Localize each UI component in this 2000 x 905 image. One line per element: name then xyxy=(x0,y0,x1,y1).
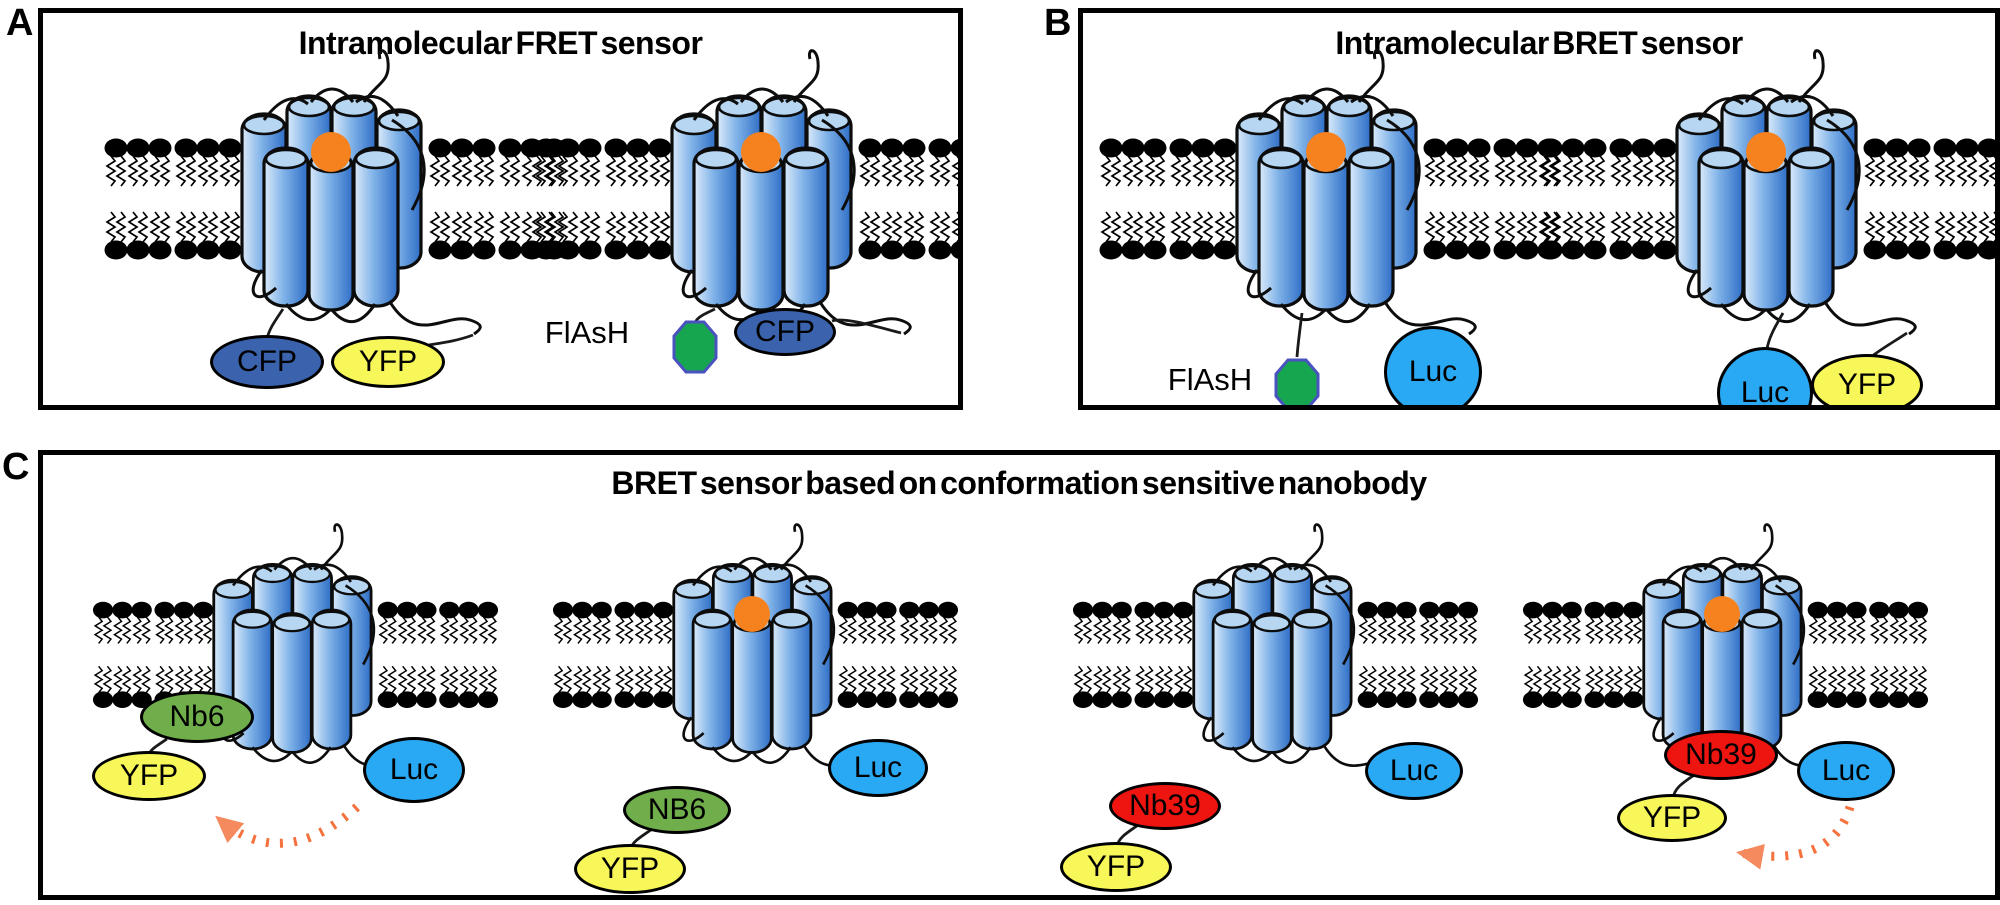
nb39-label: Nb39 xyxy=(1685,738,1757,771)
yfp-badge: YFP xyxy=(1617,794,1727,842)
yfp-badge: YFP xyxy=(92,751,206,801)
nb39-badge: Nb39 xyxy=(1664,730,1778,780)
luc-label: Luc xyxy=(853,751,903,784)
nb6-label: Nb6 xyxy=(169,700,225,733)
nb39-label: Nb39 xyxy=(1129,789,1201,822)
luc-badge: Luc xyxy=(828,739,928,797)
panel-c-title: BRET sensor based on conformation sensit… xyxy=(611,465,1427,501)
luc-badge: Luc xyxy=(1365,742,1463,800)
panel-c-letter: C xyxy=(2,446,30,488)
cfp-label: CFP xyxy=(755,315,815,348)
panel-a-box: Intramolecular FRET sensor CFP YFP FlAsH… xyxy=(38,8,963,410)
yfp-label: YFP xyxy=(119,759,179,792)
yfp-label: YFP xyxy=(1642,801,1702,834)
receptor-scene-a1 xyxy=(105,66,565,396)
yfp-label: YFP xyxy=(600,852,660,885)
yfp-label: YFP xyxy=(358,345,418,378)
luc-label: Luc xyxy=(1389,754,1439,787)
cfp-badge: CFP xyxy=(734,308,836,356)
panel-a-letter: A xyxy=(6,2,34,44)
panel-b-box: Intramolecular BRET sensor FlAsH Luc Luc… xyxy=(1078,8,2000,410)
flash-label: FlAsH xyxy=(544,315,630,350)
panel-b-letter: B xyxy=(1044,2,1072,44)
flash-octagon-tag-icon xyxy=(1274,358,1320,405)
yfp-badge: YFP xyxy=(1060,842,1172,892)
panel-b-title: Intramolecular BRET sensor xyxy=(1335,25,1743,61)
flash-label: FlAsH xyxy=(1167,362,1253,397)
cfp-label: CFP xyxy=(237,345,297,378)
luc-badge: Luc xyxy=(363,737,465,803)
panel-c-box: BRET sensor based on conformation sensit… xyxy=(38,450,2000,900)
yfp-label: YFP xyxy=(1086,850,1146,883)
nb6-label: NB6 xyxy=(647,793,707,826)
yfp-badge: YFP xyxy=(574,844,686,894)
nb6-badge: NB6 xyxy=(623,786,731,834)
luc-label: Luc xyxy=(1821,754,1871,787)
luc-label: Luc xyxy=(1408,355,1458,388)
luc-badge: Luc xyxy=(1797,741,1895,801)
flash-octagon-tag-icon xyxy=(672,320,718,374)
cfp-badge: CFP xyxy=(210,335,324,389)
yfp-label: YFP xyxy=(1837,368,1897,401)
luc-label: Luc xyxy=(389,753,439,786)
yfp-badge: YFP xyxy=(1811,354,1923,405)
yfp-badge: YFP xyxy=(331,336,445,388)
receptor-scene-b1 xyxy=(1100,66,1560,396)
nb6-badge: Nb6 xyxy=(140,691,254,743)
panel-a-title: Intramolecular FRET sensor xyxy=(298,25,703,61)
nb39-badge: Nb39 xyxy=(1109,782,1221,830)
luc-label: Luc xyxy=(1740,376,1790,409)
luc-badge: Luc xyxy=(1384,326,1482,405)
